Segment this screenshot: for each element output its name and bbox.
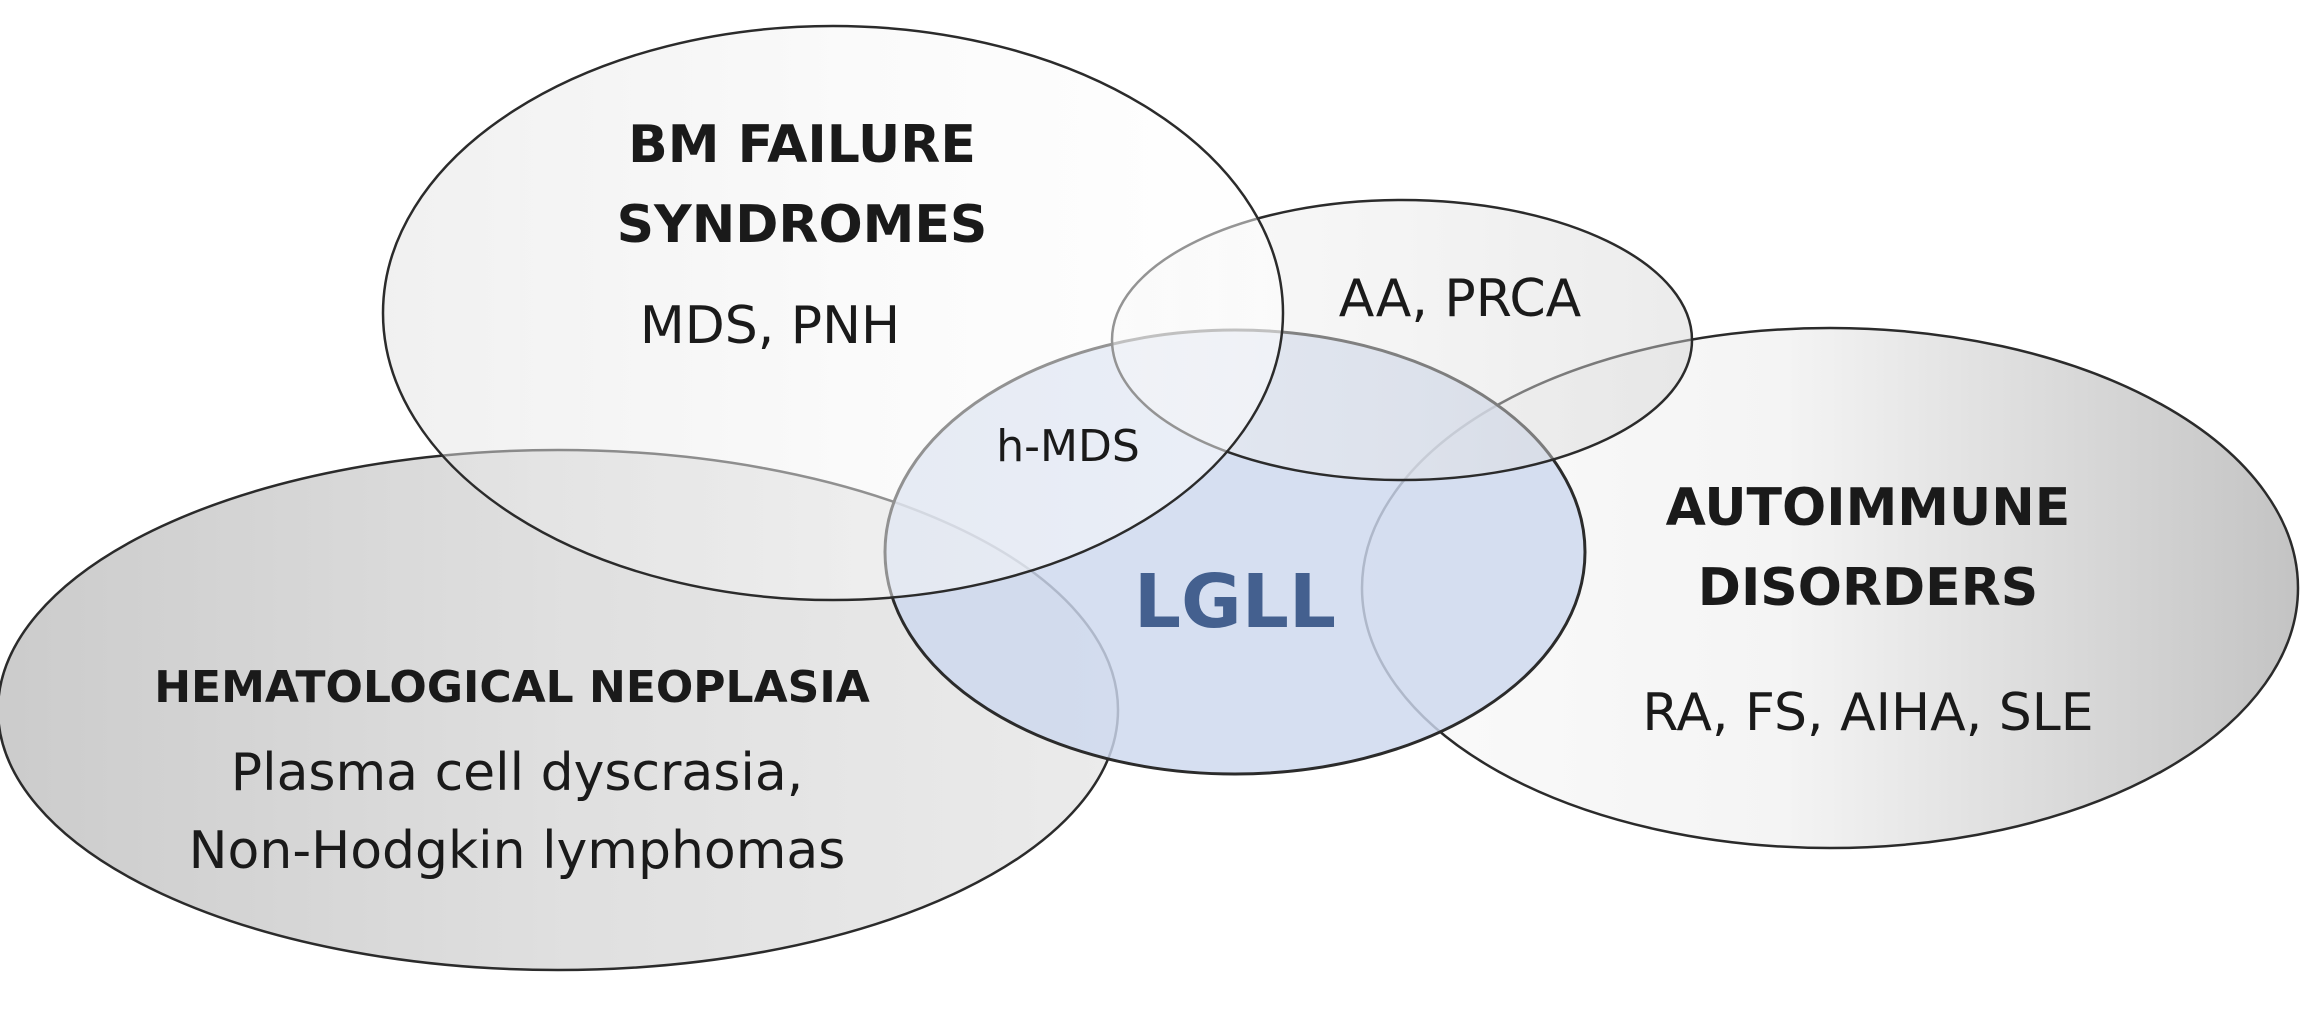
- aa-prca-label: AA, PRCA: [1339, 269, 1582, 329]
- hematological-items-line1: Plasma cell dyscrasia,: [231, 743, 803, 803]
- bm-failure-items: MDS, PNH: [640, 296, 900, 356]
- bm-failure-title-line1: BM FAILURE: [628, 115, 976, 175]
- hematological-title: HEMATOLOGICAL NEOPLASIA: [154, 662, 870, 713]
- bm-failure-ellipse: [381, 24, 1285, 602]
- autoimmune-title-line2: DISORDERS: [1698, 558, 2038, 618]
- h-mds-label: h-MDS: [996, 421, 1140, 472]
- hematological-items-line2: Non-Hodgkin lymphomas: [189, 821, 846, 881]
- autoimmune-title-line1: AUTOIMMUNE: [1666, 478, 2071, 538]
- autoimmune-items: RA, FS, AIHA, SLE: [1642, 683, 2093, 743]
- bm-failure-title-line2: SYNDROMES: [617, 195, 988, 255]
- lgll-label: LGLL: [1134, 559, 1336, 645]
